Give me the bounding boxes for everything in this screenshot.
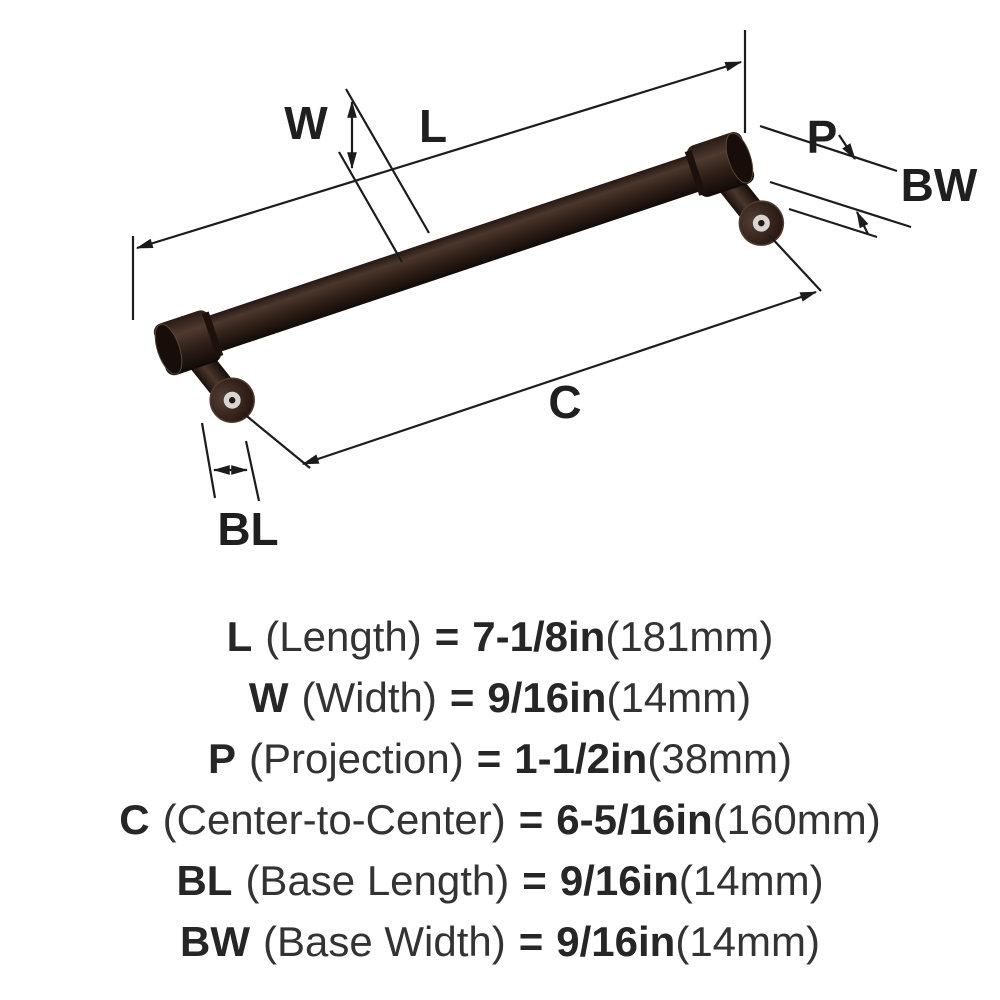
bl-extension-a bbox=[200, 422, 217, 499]
spec-value: 9/16in(14mm) bbox=[560, 850, 824, 911]
dim-label-w: W bbox=[284, 97, 328, 149]
spec-equals: = bbox=[476, 735, 502, 782]
p-extension-top bbox=[759, 124, 898, 173]
spec-row-base-width: BW (Base Width) = 9/16in(14mm) bbox=[180, 911, 820, 972]
spec-value: 9/16in(14mm) bbox=[487, 667, 751, 728]
dimension-annotations bbox=[131, 30, 912, 502]
dimension-labels: W L P BW C BL bbox=[217, 97, 978, 555]
c-extension-left bbox=[242, 412, 311, 469]
spec-value-imperial: 9/16in bbox=[556, 918, 676, 965]
spec-equals: = bbox=[518, 796, 544, 843]
spec-value-metric: (14mm) bbox=[675, 918, 820, 965]
handle-diagram-svg: W L P BW C BL bbox=[131, 30, 978, 555]
spec-desc: (Projection) bbox=[249, 735, 464, 782]
spec-equals: = bbox=[518, 918, 544, 965]
left-foot-screw-dot bbox=[228, 397, 236, 404]
spec-value-imperial: 1-1/2in bbox=[514, 735, 648, 782]
p-extension-bottom bbox=[769, 180, 912, 229]
left-cap bbox=[153, 310, 224, 376]
spec-value-imperial: 7-1/8in bbox=[472, 613, 606, 660]
right-foot-screw-dot bbox=[758, 219, 765, 227]
spec-desc: (Length) bbox=[265, 613, 422, 660]
spec-row-base-length: BL (Base Length) = 9/16in(14mm) bbox=[176, 850, 823, 911]
spec-row-projection: P (Projection) = 1-1/2in(38mm) bbox=[208, 728, 792, 789]
c-extension-right bbox=[768, 234, 822, 292]
bw-extension-bottom bbox=[788, 207, 878, 239]
spec-abbr: C bbox=[119, 796, 150, 843]
spec-desc: (Base Length) bbox=[245, 857, 510, 904]
handle-bar bbox=[207, 155, 701, 353]
dim-label-c: C bbox=[548, 376, 581, 428]
spec-abbr: L bbox=[226, 613, 253, 660]
spec-abbr: W bbox=[248, 674, 289, 721]
l-dimension-line bbox=[135, 60, 743, 250]
spec-equals: = bbox=[522, 857, 547, 904]
dim-label-p: P bbox=[807, 111, 838, 163]
spec-row-width: W (Width) = 9/16in(14mm) bbox=[249, 667, 751, 728]
spec-equals: = bbox=[434, 613, 460, 660]
spec-value: 9/16in(14mm) bbox=[556, 911, 820, 972]
dim-label-bw: BW bbox=[901, 159, 978, 211]
spec-value-imperial: 9/16in bbox=[559, 857, 679, 904]
w-extension-b bbox=[338, 151, 403, 263]
spec-desc: (Width) bbox=[301, 674, 437, 721]
spec-desc: (Center-to-Center) bbox=[162, 796, 506, 843]
spec-abbr: BL bbox=[176, 857, 233, 904]
spec-row-length: L (Length) = 7-1/8in(181mm) bbox=[227, 606, 774, 667]
spec-desc: (Base Width) bbox=[262, 918, 506, 965]
spec-value-metric: (181mm) bbox=[605, 613, 774, 660]
spec-row-center-to-center: C (Center-to-Center) = 6-5/16in(160mm) bbox=[119, 789, 880, 850]
spec-abbr: P bbox=[207, 735, 236, 782]
spec-equals: = bbox=[449, 674, 475, 721]
spec-value-imperial: 6-5/16in bbox=[556, 796, 713, 843]
spec-value-metric: (14mm) bbox=[606, 674, 752, 721]
spec-value-imperial: 9/16in bbox=[487, 674, 607, 721]
p-arrow bbox=[838, 134, 856, 161]
spec-value-metric: (38mm) bbox=[647, 735, 793, 782]
bl-extension-b bbox=[244, 440, 261, 502]
spec-value: 7-1/8in(181mm) bbox=[472, 606, 773, 667]
spec-abbr: BW bbox=[180, 918, 250, 965]
w-extension-a bbox=[345, 88, 430, 234]
spec-list: L (Length) = 7-1/8in(181mm) W (Width) = … bbox=[0, 606, 1000, 972]
bw-arrow bbox=[856, 210, 869, 235]
spec-value-metric: (160mm) bbox=[712, 796, 881, 843]
c-dimension-line bbox=[301, 290, 818, 466]
dim-label-bl: BL bbox=[217, 503, 278, 555]
dim-label-l: L bbox=[419, 100, 447, 152]
spec-value: 1-1/2in(38mm) bbox=[514, 728, 792, 789]
spec-value: 6-5/16in(160mm) bbox=[556, 789, 880, 850]
left-cap-ring bbox=[202, 311, 224, 358]
spec-value-metric: (14mm) bbox=[678, 857, 824, 904]
handle bbox=[153, 132, 785, 423]
left-cap-face bbox=[154, 323, 183, 375]
